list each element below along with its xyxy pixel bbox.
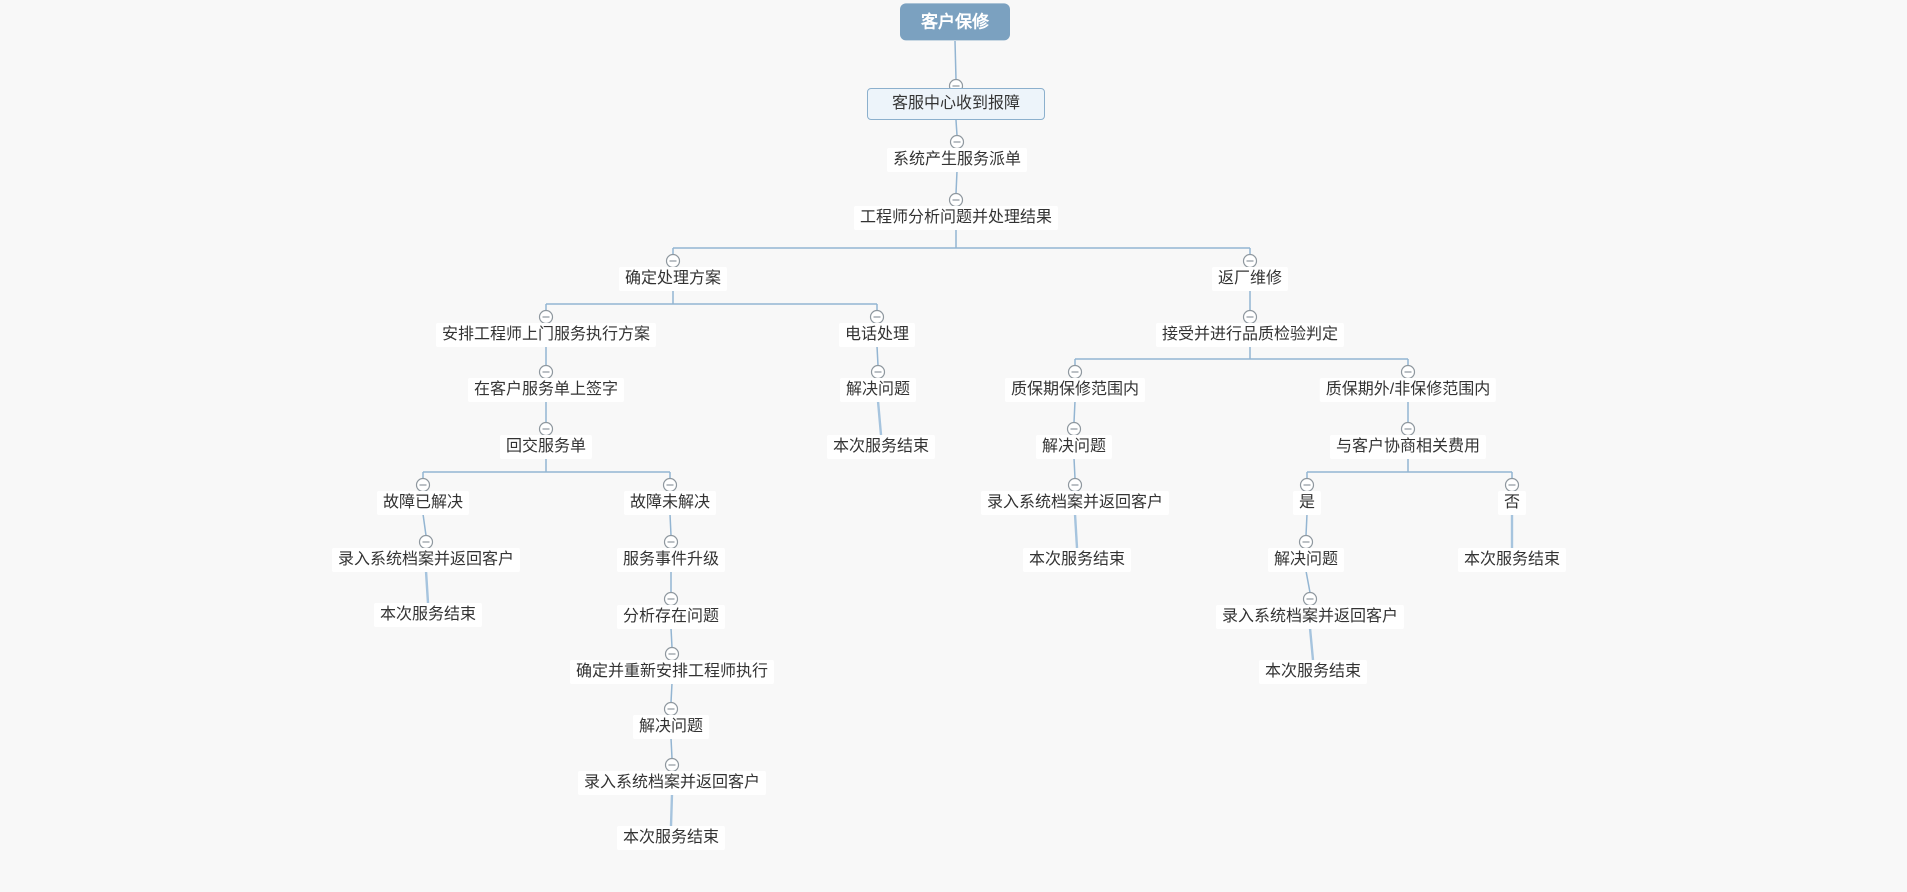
mindmap-node[interactable]: 安排工程师上门服务执行方案 [435, 323, 657, 347]
mindmap-node[interactable]: 回交服务单 [499, 435, 593, 459]
mindmap-node[interactable]: 解决问题 [1035, 435, 1113, 459]
mindmap-node[interactable]: 本次服务结束 [1022, 548, 1132, 572]
mindmap-node[interactable]: 故障未解决 [623, 491, 717, 515]
mindmap-node[interactable]: 本次服务结束 [1258, 660, 1368, 684]
mindmap-node[interactable]: 确定处理方案 [618, 267, 728, 291]
mindmap-node[interactable]: 解决问题 [839, 378, 917, 402]
tree-edge [954, 40, 957, 80]
tree-edge [1305, 513, 1308, 536]
tree-edge [1073, 400, 1076, 423]
mindmap-node[interactable]: 与客户协商相关费用 [1329, 435, 1487, 459]
tree-edge [1073, 457, 1076, 479]
mindmap-node[interactable]: 返厂维修 [1211, 267, 1289, 291]
tree-edge [669, 513, 672, 536]
mindmap-node[interactable]: 电话处理 [838, 323, 916, 347]
tree-edge [876, 400, 883, 436]
collapse-minus-icon[interactable] [1242, 253, 1258, 269]
mindmap-node[interactable]: 系统产生服务派单 [886, 148, 1028, 172]
tree-edge [422, 513, 427, 536]
mindmap-node[interactable]: 确定并重新安排工程师执行 [569, 660, 775, 684]
collapse-minus-icon[interactable] [1400, 364, 1416, 380]
mindmap-node[interactable]: 否 [1497, 491, 1527, 515]
mindmap-node[interactable]: 故障已解决 [376, 491, 470, 515]
tree-edge [670, 627, 673, 648]
mindmap-selected-node[interactable]: 客服中心收到报障 [866, 88, 1046, 120]
tree-edge [1073, 513, 1079, 549]
mindmap-node[interactable]: 本次服务结束 [826, 435, 936, 459]
collapse-minus-icon[interactable] [538, 421, 554, 437]
collapse-minus-icon[interactable] [1067, 364, 1083, 380]
mindmap-node[interactable]: 解决问题 [632, 715, 710, 739]
collapse-minus-icon[interactable] [1504, 477, 1520, 493]
mindmap-root-node[interactable]: 客户保修 [900, 3, 1010, 41]
tree-edge [669, 793, 674, 827]
mindmap-node[interactable]: 质保期外/非保修范围内 [1319, 378, 1497, 402]
mindmap-node[interactable]: 在客户服务单上签字 [467, 378, 625, 402]
mindmap-node[interactable]: 接受并进行品质检验判定 [1155, 323, 1345, 347]
mindmap-node[interactable]: 是 [1292, 491, 1322, 515]
mindmap-node[interactable]: 工程师分析问题并处理结果 [853, 206, 1059, 230]
mindmap-node[interactable]: 录入系统档案并返回客户 [331, 548, 521, 572]
tree-edge [424, 570, 430, 604]
collapse-minus-icon[interactable] [870, 364, 886, 380]
mindmap-node[interactable]: 本次服务结束 [373, 603, 483, 627]
tree-edge [955, 119, 958, 136]
tree-edge [670, 737, 673, 759]
tree-edge [1308, 627, 1315, 661]
mindmap-node[interactable]: 质保期保修范围内 [1004, 378, 1146, 402]
tree-edge [876, 345, 879, 366]
mindmap-node[interactable]: 分析存在问题 [616, 605, 726, 629]
mindmap-node[interactable]: 录入系统档案并返回客户 [980, 491, 1170, 515]
mindmap-node[interactable]: 本次服务结束 [1457, 548, 1567, 572]
mindmap-node[interactable]: 录入系统档案并返回客户 [577, 771, 767, 795]
tree-edge [955, 170, 958, 194]
collapse-minus-icon[interactable] [665, 253, 681, 269]
collapse-minus-icon[interactable] [663, 701, 679, 717]
mindmap-node[interactable]: 录入系统档案并返回客户 [1215, 605, 1405, 629]
mindmap-node[interactable]: 本次服务结束 [616, 826, 726, 850]
mindmap-node[interactable]: 解决问题 [1267, 548, 1345, 572]
mindmap-node[interactable]: 服务事件升级 [616, 548, 726, 572]
tree-edge [1305, 570, 1311, 593]
tree-edge [670, 682, 673, 703]
